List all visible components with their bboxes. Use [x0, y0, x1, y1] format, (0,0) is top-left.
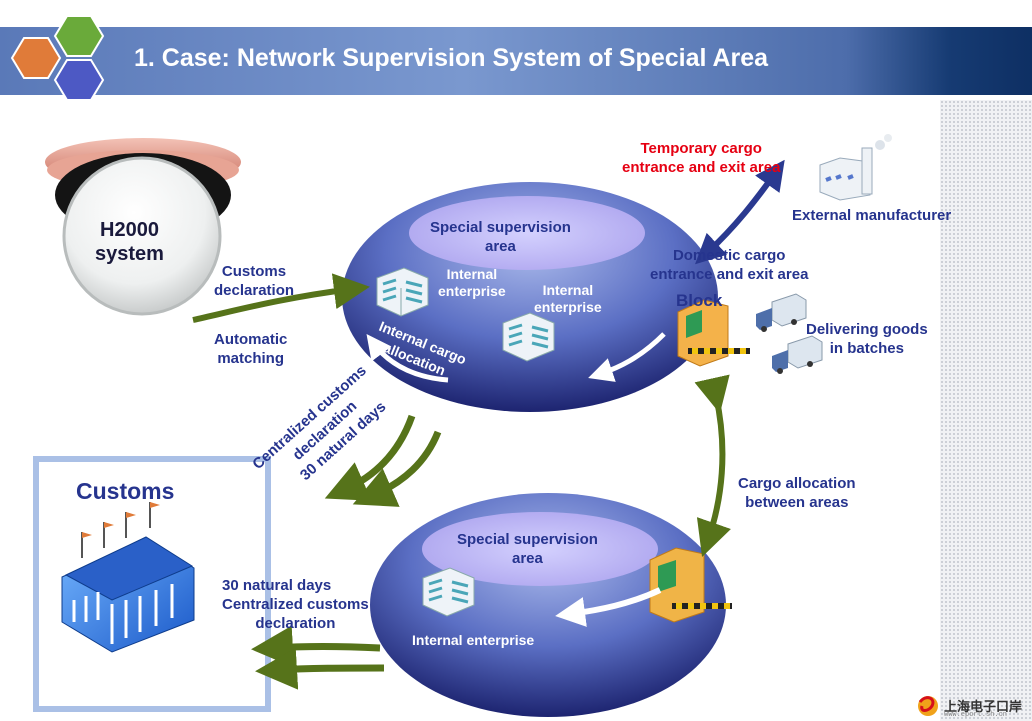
- customs-declaration-label: Customs declaration: [214, 262, 294, 300]
- internal-enterprise-label: Internal enterprise: [534, 282, 602, 316]
- automatic-matching-line: Automatic: [214, 331, 288, 348]
- eport-logo-url: www.eport.sh.cn: [944, 711, 1008, 719]
- eport-logo-text: 上海电子口岸: [944, 700, 1023, 715]
- upper-area-title-line: area: [485, 238, 516, 255]
- internal-enterprise-line: Internal: [542, 282, 594, 298]
- domestic-cargo-line: Domestic cargo: [672, 247, 786, 264]
- delivering-goods-line: in batches: [829, 340, 904, 357]
- hexagon-logo-icon: [10, 15, 105, 101]
- factory-icon: [819, 134, 892, 201]
- eport-logo-icon: [918, 696, 938, 716]
- automatic-matching-line: matching: [217, 350, 285, 367]
- automatic-matching-label: Automatic matching: [214, 330, 287, 368]
- lower-area-title-line: Special supervision: [457, 531, 598, 548]
- domestic-cargo-line: entrance and exit area: [650, 266, 809, 283]
- customs-declaration-arrow: [192, 273, 370, 323]
- upper-area-title-line: Special supervision: [430, 219, 571, 236]
- background-pattern: [940, 100, 1032, 721]
- title-bar: [0, 27, 1032, 95]
- gate-booth-icon: [677, 299, 750, 367]
- lower-declaration-arrow: [251, 625, 381, 668]
- upper-area-title: Special supervision area: [430, 218, 571, 256]
- domestic-cargo-label: Domestic cargo entrance and exit area: [650, 246, 808, 284]
- cargo-between-areas-line: between areas: [745, 494, 849, 511]
- truck-icon: [772, 335, 823, 374]
- internal-allocation-arrow: [366, 334, 449, 383]
- customs-building-icon: [61, 502, 195, 653]
- internal-enterprise-line: enterprise: [534, 299, 602, 315]
- h2000-line: H2000: [100, 219, 159, 241]
- domestic-cargo-arrow: [588, 332, 666, 382]
- h2000-system-icon: [45, 138, 241, 316]
- building-icon: [376, 267, 429, 317]
- internal-enterprise-line: enterprise: [438, 283, 506, 299]
- temporary-cargo-line: Temporary cargo: [640, 140, 762, 157]
- customs-title: Customs: [76, 478, 175, 504]
- lower-declaration-arrow: [255, 647, 385, 690]
- cargo-between-areas-label: Cargo allocation between areas: [738, 474, 856, 512]
- h2000-label: H2000 system: [95, 218, 164, 266]
- truck-icon: [756, 293, 807, 332]
- page-title: 1. Case: Network Supervision System of S…: [134, 44, 769, 72]
- temporary-cargo-label: Temporary cargo entrance and exit area: [622, 139, 780, 177]
- gate-booth-icon: [649, 547, 732, 623]
- external-manufacturer-label: External manufacturer: [792, 207, 952, 224]
- centralized-declaration-arrow: [352, 430, 442, 507]
- lower-internal-enterprise-label: Internal enterprise: [412, 632, 535, 648]
- building-icon: [422, 567, 475, 617]
- delivering-goods-line: Delivering goods: [806, 321, 928, 338]
- lower-left-line: Centralized customs: [222, 596, 369, 613]
- temporary-cargo-line: entrance and exit area: [622, 159, 781, 176]
- lower-area-title-line: area: [512, 550, 543, 567]
- building-icon: [502, 312, 555, 362]
- internal-enterprise-line: Internal: [446, 266, 498, 282]
- lower-area-title: Special supervision area: [457, 530, 598, 568]
- cargo-between-areas-line: Cargo allocation: [738, 475, 856, 492]
- h2000-line: system: [95, 243, 164, 265]
- customs-declaration-line: declaration: [214, 282, 295, 299]
- upper-area-ellipse: [342, 182, 718, 412]
- temporary-cargo-arrow: [695, 159, 785, 265]
- between-areas-arrow: [694, 374, 731, 557]
- lower-allocation-arrow: [555, 587, 662, 627]
- lower-left-line: 30 natural days: [222, 577, 332, 594]
- centralized-customs-rotated-label: Centralized customs declaration 30 natur…: [249, 359, 399, 502]
- internal-enterprise-label: Internal enterprise: [438, 266, 506, 300]
- lower-left-line: declaration: [255, 615, 336, 632]
- customs-declaration-line: Customs: [221, 263, 287, 280]
- delivering-goods-label: Delivering goods in batches: [806, 320, 928, 358]
- lower-area-ellipse: [370, 493, 726, 717]
- lower-left-label: 30 natural days Centralized customs decl…: [222, 576, 369, 633]
- block-label: Block: [676, 291, 723, 310]
